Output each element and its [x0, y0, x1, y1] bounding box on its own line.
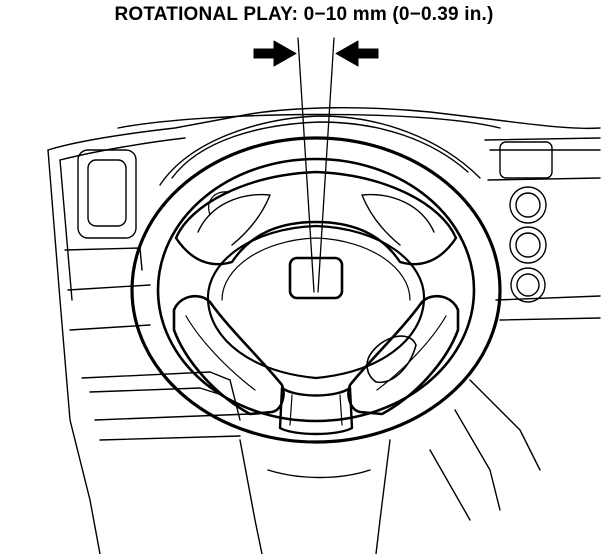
right-spoke	[347, 294, 460, 416]
left-spoke	[172, 294, 285, 416]
upper-window	[174, 170, 458, 266]
play-guide-lines	[297, 37, 335, 293]
dashboard-outline	[47, 107, 601, 554]
airbag-hub	[206, 224, 426, 380]
emblem-icon	[288, 256, 344, 300]
diagram-caption: ROTATIONAL PLAY: 0−10 mm (0−0.39 in.)	[114, 4, 494, 25]
steering-wheel-rim	[130, 136, 502, 444]
arrow-left-icon	[335, 40, 379, 67]
arrow-right-icon	[253, 40, 297, 67]
bottom-spoke	[278, 386, 354, 436]
